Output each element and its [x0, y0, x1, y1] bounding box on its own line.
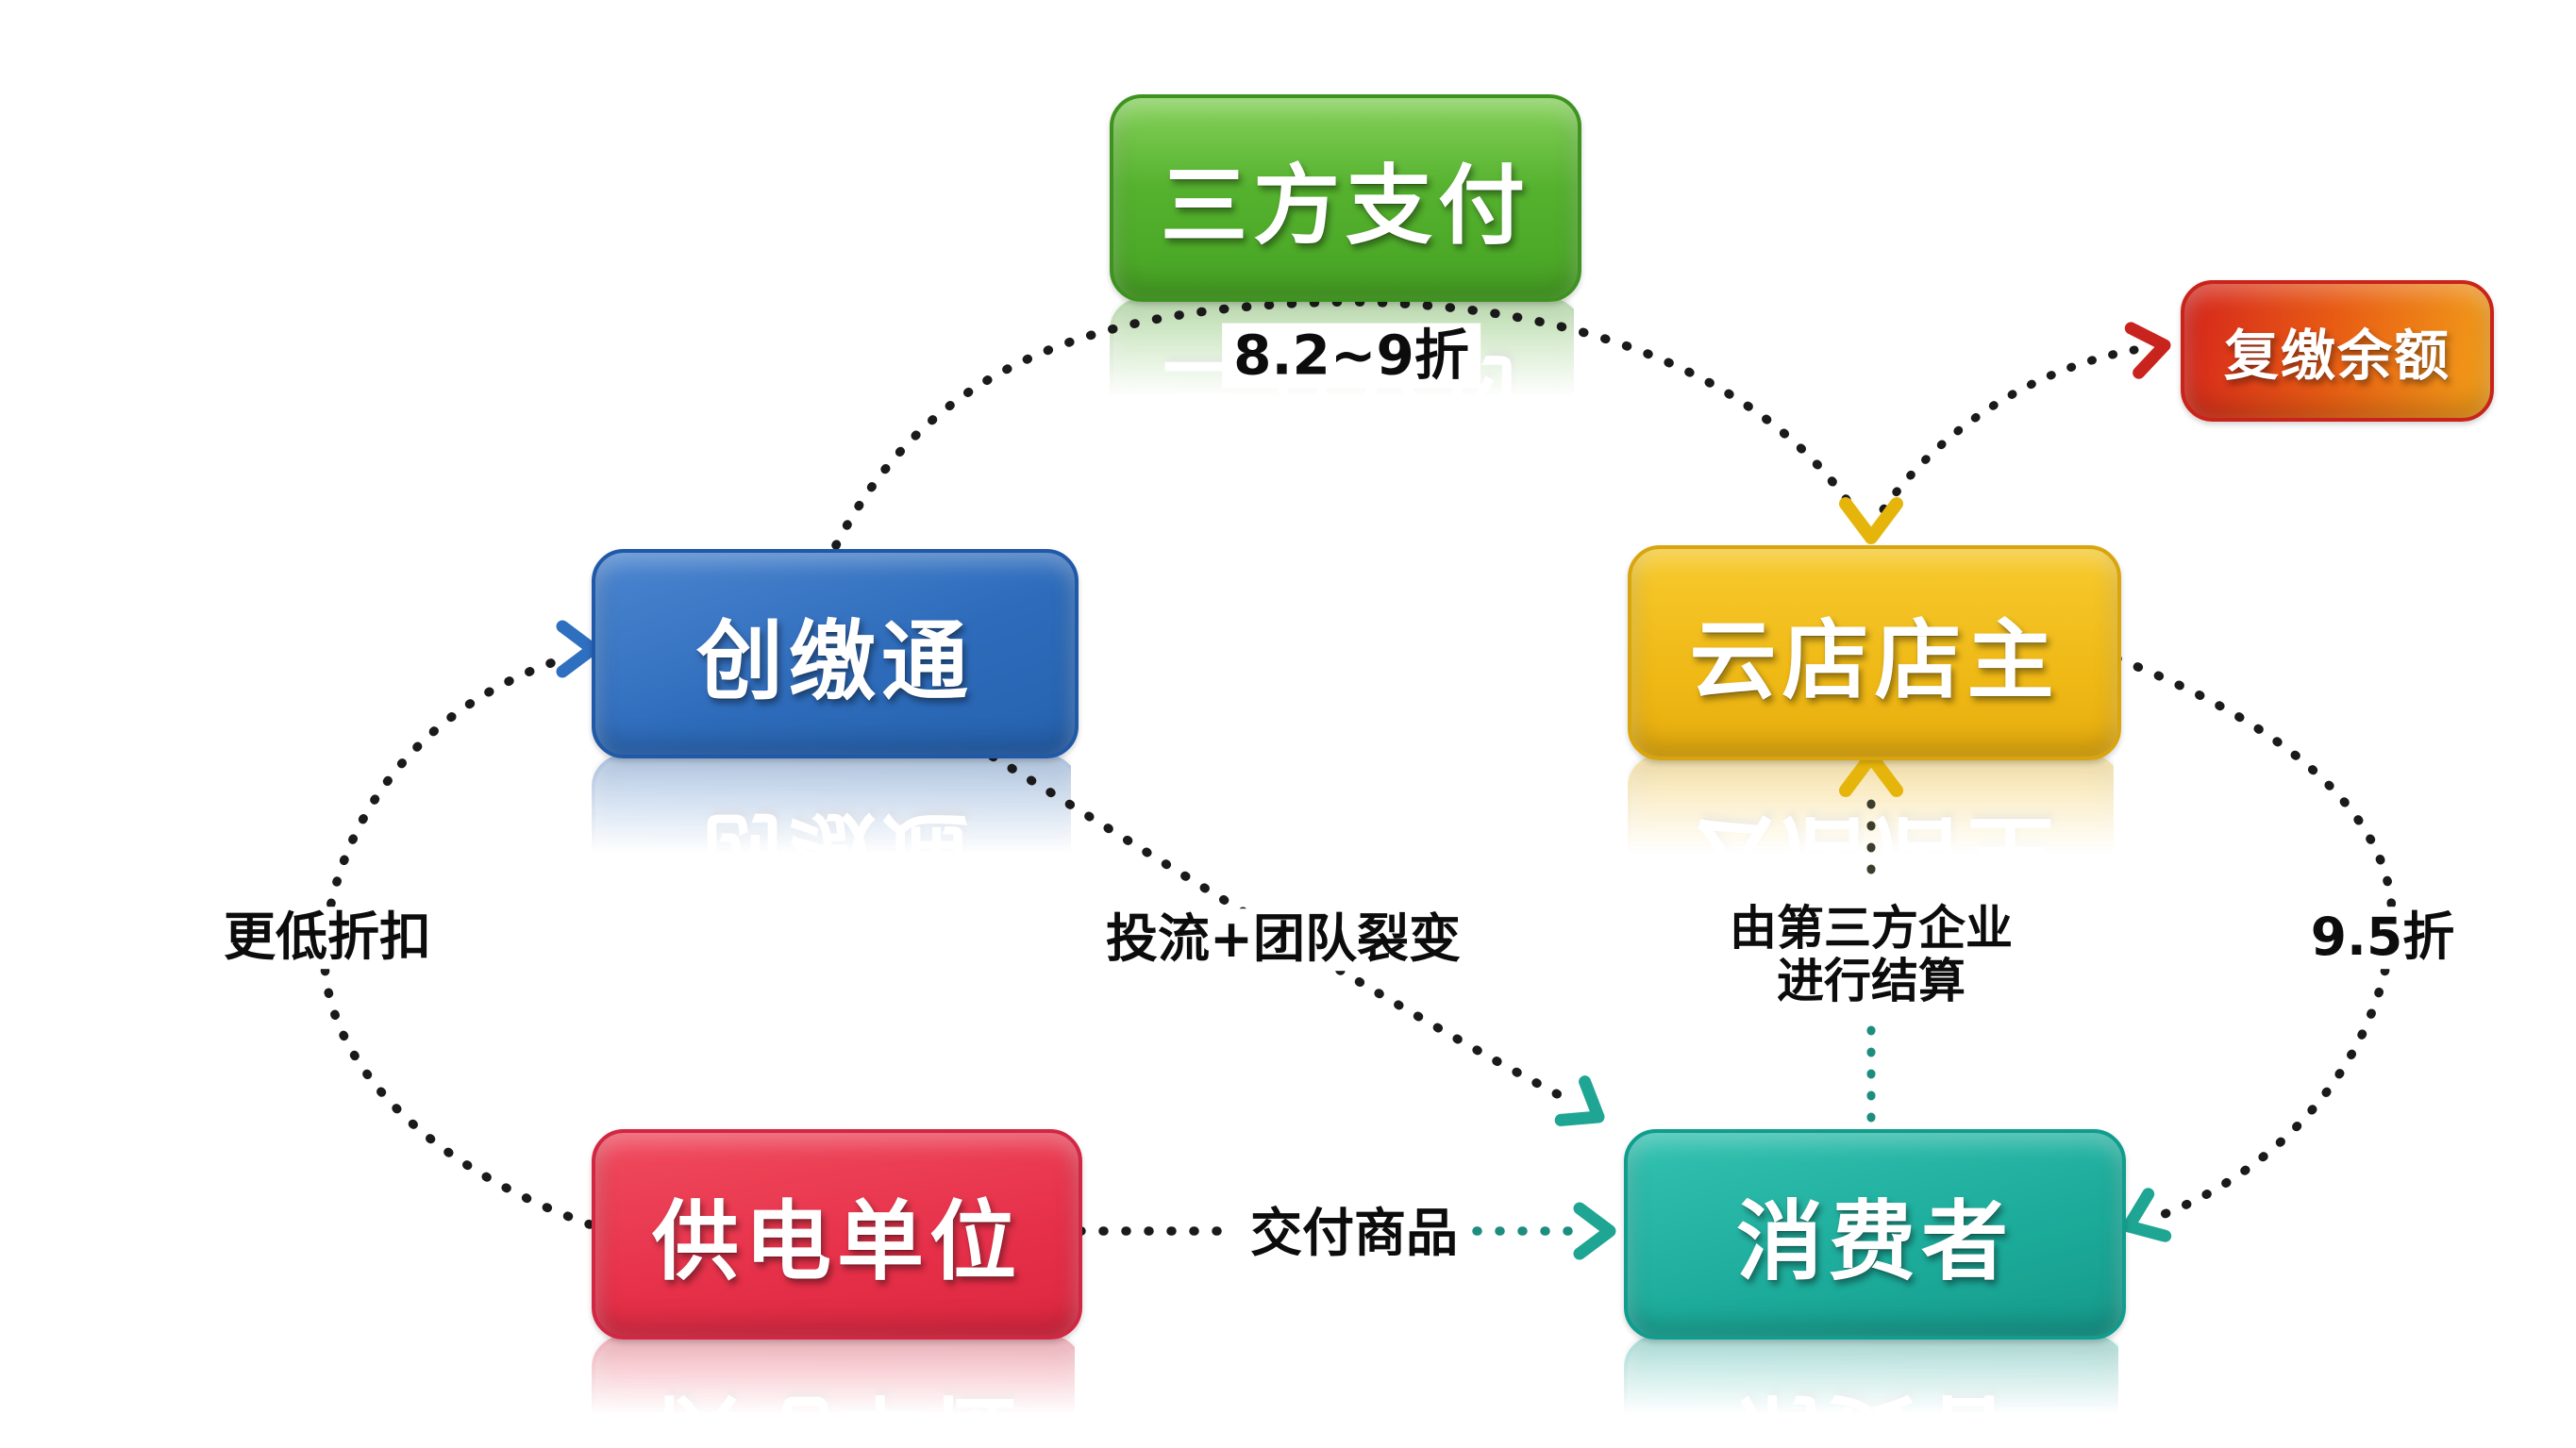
label-discount-82-9: 8.2~9折 — [1222, 323, 1480, 389]
label-settlement-line1: 由第三方企业 — [1730, 901, 2013, 956]
arrowhead-consumer-right-icon — [2122, 1188, 2172, 1242]
node-consumer-label: 消费者 — [1735, 1191, 2014, 1292]
node-power-supply-unit: 供电单位 — [592, 1129, 1082, 1340]
arrowhead-chuangjiaotong-left-icon — [556, 620, 599, 678]
arrowhead-consumer-left-icon — [1573, 1202, 1616, 1260]
label-traffic-team-fission: 投流+团队裂变 — [1094, 908, 1473, 971]
label-settlement: 由第三方企业 进行结算 — [1718, 900, 2024, 1009]
node-third-party-payment: 三方支付 — [1110, 94, 1581, 302]
label-deliver-goods: 交付商品 — [1238, 1203, 1470, 1265]
node-consumer: 消费者 — [1624, 1129, 2126, 1340]
edge-third-party-payment-arc — [831, 297, 1860, 550]
edge-cloud-owner-to-repay-balance — [1879, 345, 2139, 514]
node-chuangjiaotong-label: 创缴通 — [695, 610, 974, 712]
node-power-supply-unit-label: 供电单位 — [651, 1191, 1022, 1292]
label-discount-95: 9.5折 — [2299, 907, 2467, 969]
arrowhead-consumer-topleft-icon — [1554, 1075, 1605, 1126]
arrowhead-cloud-owner-bottom-icon — [1839, 750, 1903, 797]
edge-cloud-owner-to-consumer-discount — [2112, 654, 2397, 1222]
node-repay-balance-label: 复缴余额 — [2223, 324, 2451, 388]
node-cloud-store-owner: 云店店主 — [1628, 545, 2121, 760]
node-third-party-payment-label: 三方支付 — [1160, 155, 1531, 257]
label-lower-discount: 更低折扣 — [211, 907, 443, 969]
node-repay-balance: 复缴余额 — [2181, 280, 2494, 422]
arrowhead-cloud-owner-top-icon — [1839, 497, 1903, 544]
edge-chuangjiaotong-to-consumer — [988, 752, 1573, 1105]
arrowhead-repay-balance-icon — [2124, 322, 2171, 379]
label-settlement-line2: 进行结算 — [1777, 954, 1965, 1008]
node-chuangjiaotong: 创缴通 — [592, 549, 1079, 758]
node-cloud-store-owner-label: 云店店主 — [1689, 609, 2060, 711]
